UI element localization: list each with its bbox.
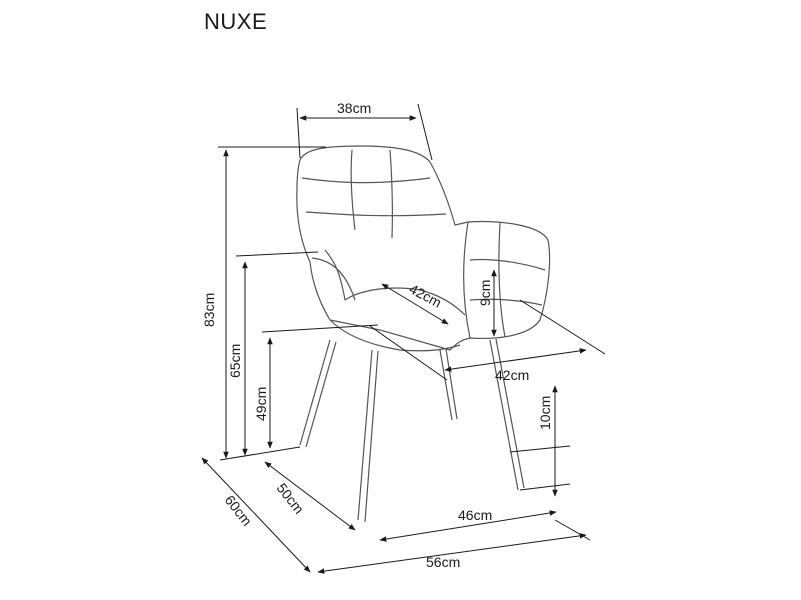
dim-seat-height: 49cm [253, 387, 269, 421]
dim-total-width: 56cm [426, 554, 460, 570]
product-title: NUXE [204, 9, 268, 34]
dim-total-depth: 60cm [222, 492, 256, 529]
dim-leg-span: 46cm [458, 507, 492, 523]
chair-drawing [296, 145, 551, 523]
dim-top-width: 38cm [337, 100, 371, 116]
dim-total-height: 83cm [201, 293, 217, 327]
dim-armrest-thickness: 9cm [477, 280, 493, 306]
dim-depth-seat: 50cm [274, 480, 308, 517]
dimension-lines [201, 103, 606, 574]
dim-leg-height: 10cm [537, 396, 553, 430]
dim-seat-width: 42cm [495, 367, 529, 383]
dim-seat-depth: 42cm [407, 281, 445, 311]
dim-armrest-height: 65cm [227, 344, 243, 378]
